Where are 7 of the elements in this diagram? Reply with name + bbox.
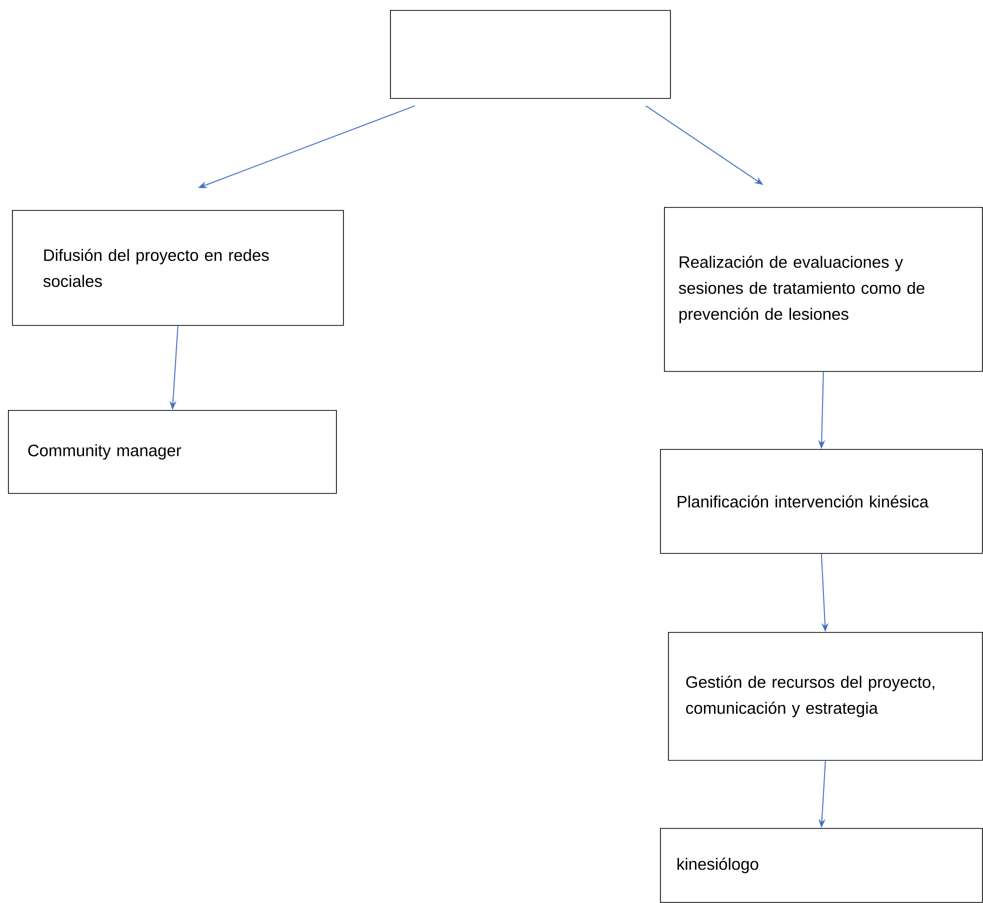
text-box: kinesiólogo (660, 828, 983, 903)
title-box (390, 10, 671, 99)
text-box: Difusión del proyecto en redes sociales (12, 210, 344, 326)
text-box: Community manager (8, 410, 337, 494)
text-box: Planificación intervención kinésica (660, 449, 983, 554)
text-box: Gestión de recursos del proyecto, comunicación y estrategia (668, 632, 983, 761)
text-box: Realización de evaluaciones y sesiones de tratamiento como de prevención de lesiones (664, 207, 983, 372)
